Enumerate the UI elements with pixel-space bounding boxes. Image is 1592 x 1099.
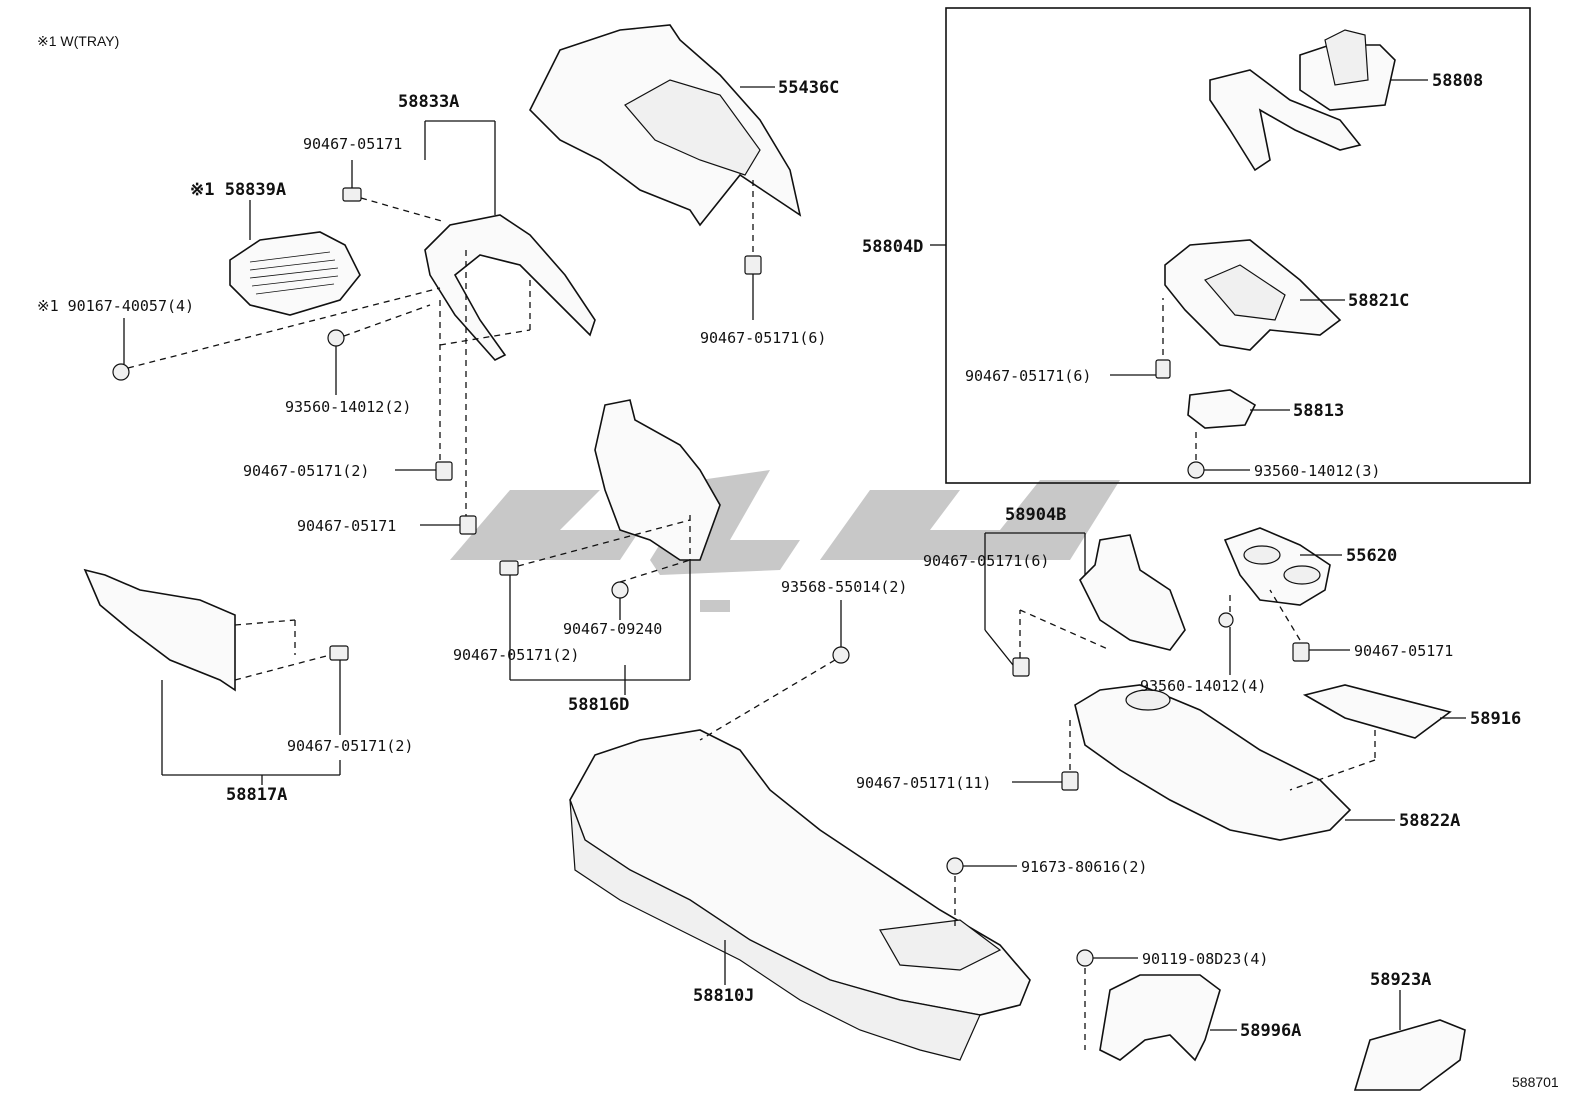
label-90467-05171-c: 90467-05171 — [1354, 642, 1453, 660]
cupholder-55620 — [1223, 527, 1331, 606]
console-58810j-cupholder — [879, 919, 1002, 971]
label-93560-14012-4: 93560-14012(4) — [1140, 677, 1266, 695]
screw-icon — [611, 581, 629, 599]
label-58916: 58916 — [1470, 709, 1521, 729]
label-90467-05171-2c: 90467-05171(2) — [287, 737, 413, 755]
screw-icon — [1076, 949, 1094, 967]
cupholder-55620-cup-a — [1243, 545, 1281, 565]
bracket-58996a — [1099, 974, 1221, 1062]
mat-58916 — [1302, 684, 1452, 739]
label-90467-05171-6a: 90467-05171(6) — [700, 329, 826, 347]
screw-icon — [1187, 461, 1205, 479]
label-58804d: 58804D — [862, 237, 923, 257]
note-label: ※1 W(TRAY) — [37, 33, 119, 49]
label-58813: 58813 — [1293, 401, 1344, 421]
shift-boot-58808-inner — [1324, 29, 1369, 86]
clip-icon — [1292, 642, 1310, 662]
clip-icon — [329, 645, 349, 661]
clip-icon — [1012, 657, 1030, 677]
boot-58904b — [1079, 534, 1186, 651]
label-90467-05171-6b: 90467-05171(6) — [965, 367, 1091, 385]
clip-icon — [1155, 359, 1171, 379]
label-93568-55014: 93568-55014(2) — [781, 578, 907, 596]
label-58833a: 58833A — [398, 92, 459, 112]
screw-icon — [946, 857, 964, 875]
label-58996a: 58996A — [1240, 1021, 1301, 1041]
label-93560-14012-2: 93560-14012(2) — [285, 398, 411, 416]
label-55620: 55620 — [1346, 546, 1397, 566]
label-58839a: ※1 58839A — [190, 180, 286, 200]
label-58816d: 58816D — [568, 695, 629, 715]
upper-panel-58822a — [1074, 684, 1352, 841]
bezel-58821c-cup — [1204, 264, 1286, 321]
label-90467-05171-a: 90467-05171 — [303, 135, 402, 153]
upper-panel-58822a-cup — [1125, 689, 1171, 711]
label-58822a: 58822A — [1399, 811, 1460, 831]
console-58810j-side — [569, 799, 981, 1061]
trim-plate-58804d — [1209, 69, 1362, 172]
label-90467-05171-11: 90467-05171(11) — [856, 774, 991, 792]
tray-58839a — [229, 231, 361, 316]
label-58904b: 58904B — [1005, 505, 1066, 525]
label-93560-14012-3: 93560-14012(3) — [1254, 462, 1380, 480]
label-58821c: 58821C — [1348, 291, 1409, 311]
label-58817a: 58817A — [226, 785, 287, 805]
diagram-id: 588701 — [1512, 1074, 1559, 1090]
clip-icon — [1061, 771, 1079, 791]
tray-58839a-grille — [249, 251, 339, 295]
panel-55436c-opening — [624, 79, 761, 176]
label-90467-05171-2b: 90467-05171(2) — [453, 646, 579, 664]
bracket-58813 — [1187, 389, 1257, 429]
cupholder-55620-cup-b — [1283, 565, 1321, 585]
cover-58923a — [1353, 1019, 1466, 1091]
clip-icon — [459, 515, 477, 535]
label-90467-05171-b: 90467-05171 — [297, 517, 396, 535]
screw-icon — [327, 329, 345, 347]
screw-icon — [112, 363, 130, 381]
screw-icon — [832, 646, 850, 664]
label-58810j: 58810J — [693, 986, 754, 1006]
cover-58817a — [83, 568, 236, 692]
clip-icon — [499, 560, 519, 576]
panel-58833a — [424, 214, 596, 361]
label-58808: 58808 — [1432, 71, 1483, 91]
clip-icon — [342, 187, 362, 202]
label-90167-40057: ※1 90167-40057(4) — [37, 297, 194, 315]
label-58923a: 58923A — [1370, 970, 1431, 990]
clip-icon — [744, 255, 762, 275]
screw-icon — [1218, 612, 1234, 628]
label-90119-08d23: 90119-08D23(4) — [1142, 950, 1268, 968]
screw-icon-group — [112, 329, 1234, 967]
label-55436c: 55436C — [778, 78, 839, 98]
label-91673-80616: 91673-80616(2) — [1021, 858, 1147, 876]
clip-icon — [435, 461, 453, 481]
label-90467-05171-6c: 90467-05171(6) — [923, 552, 1049, 570]
label-90467-09240: 90467-09240 — [563, 620, 662, 638]
assembly-dashed-lines — [127, 180, 1376, 1050]
leader-lines — [123, 79, 1466, 1031]
label-90467-05171-2a: 90467-05171(2) — [243, 462, 369, 480]
